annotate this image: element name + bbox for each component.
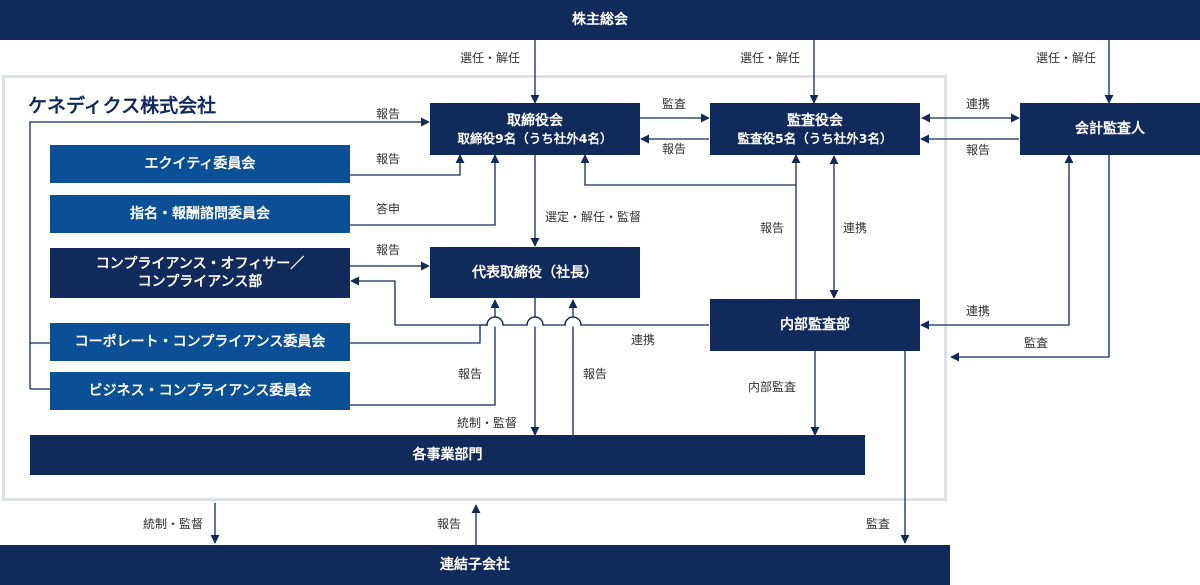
equity-committee: エクイティ委員会	[50, 145, 350, 183]
label-report: 報告	[376, 152, 401, 166]
internal-audit-dept: 内部監査部	[710, 299, 920, 351]
president: 代表取締役（社長）	[430, 247, 640, 298]
label-cooperate: 連携	[631, 333, 656, 347]
label-appoint-supervise: 選定・解任・監督	[545, 210, 642, 224]
label-cooperate: 連携	[843, 221, 868, 235]
business-compliance-committee: ビジネス・コンプライアンス委員会	[50, 372, 350, 410]
arrow-audit-auditor	[950, 155, 1110, 362]
label-report: 報告	[966, 143, 991, 157]
business-divisions: 各事業部門	[30, 435, 865, 475]
audit-board-sub: 監査役5名（うち社外3名）	[737, 130, 893, 146]
label-elect-dismiss: 選任・解任	[740, 51, 801, 65]
audit-board: 監査役会 監査役5名（うち社外3名）	[710, 103, 920, 155]
company-name: ケネディクス株式会社	[28, 95, 217, 117]
label-report: 報告	[376, 243, 401, 257]
label-reply: 答申	[376, 202, 401, 216]
corporate-compliance-committee: コーポレート・コンプライアンス委員会	[50, 323, 350, 361]
label-report: 報告	[376, 107, 401, 121]
arrow-cooperate-auditor-internal	[920, 154, 1074, 330]
label-audit: 監査	[1024, 336, 1049, 350]
label-audit: 監査	[662, 97, 687, 111]
shareholders-meeting: 株主総会	[0, 0, 1200, 40]
label-report: 報告	[760, 221, 785, 235]
label-internal-audit: 内部監査	[748, 380, 797, 394]
arrow-reply-nomination	[350, 154, 500, 226]
label-elect-dismiss: 選任・解任	[460, 51, 521, 65]
board-title: 取締役会	[507, 112, 563, 129]
arrow-report-equity	[350, 154, 465, 176]
arrow-cooperate-president	[350, 276, 709, 326]
label-elect-dismiss: 選任・解任	[1036, 51, 1097, 65]
label-audit: 監査	[866, 517, 891, 531]
label-report: 報告	[662, 142, 687, 156]
arrow-report-board-top	[29, 117, 430, 389]
label-control-supervise: 統制・監督	[143, 517, 204, 531]
nomination-committee: 指名・報酬諮問委員会	[50, 195, 350, 233]
audit-board-title: 監査役会	[787, 112, 843, 129]
accounting-auditor: 会計監査人	[1020, 103, 1200, 155]
label-report: 報告	[583, 367, 608, 381]
arrow-report-committees	[350, 299, 500, 344]
board-of-directors: 取締役会 取締役9名（うち社外4名）	[430, 103, 640, 155]
label-cooperate: 連携	[966, 97, 991, 111]
label-cooperate: 連携	[966, 304, 991, 318]
label-report: 報告	[458, 367, 483, 381]
label-control-supervise: 統制・監督	[457, 416, 518, 430]
consolidated-subsidiaries: 連結子会社	[0, 545, 950, 585]
compliance-officer: コンプライアンス・オフィサー／ コンプライアンス部	[50, 248, 350, 298]
board-sub: 取締役9名（うち社外4名）	[457, 130, 613, 146]
label-report: 報告	[437, 517, 462, 531]
